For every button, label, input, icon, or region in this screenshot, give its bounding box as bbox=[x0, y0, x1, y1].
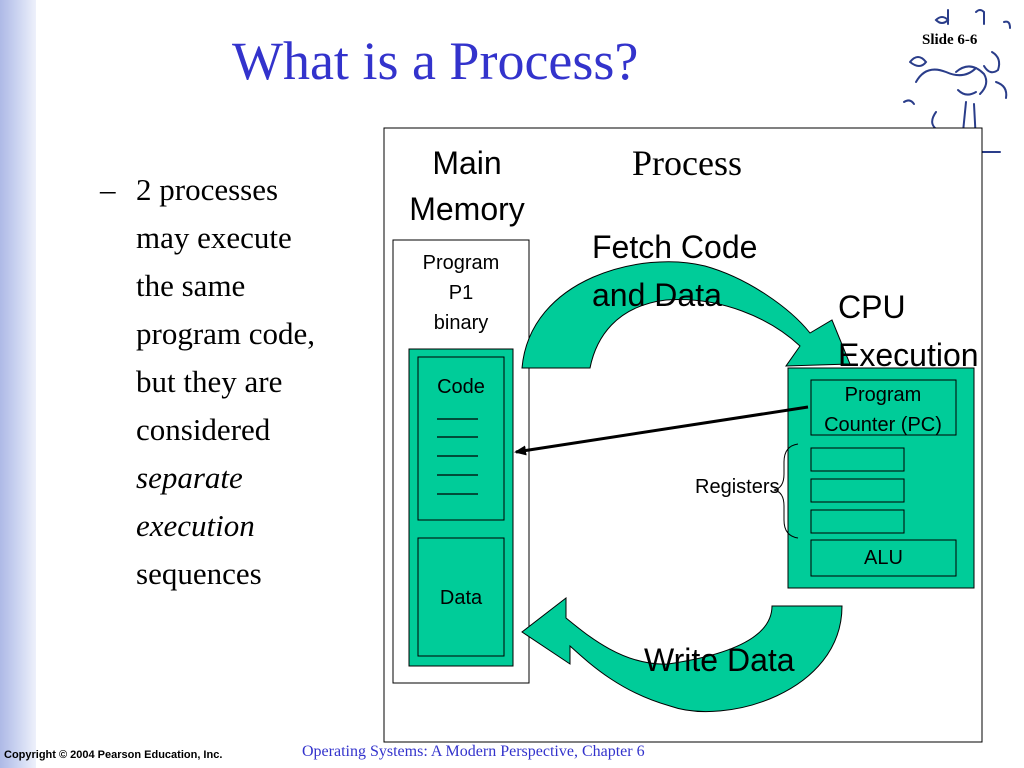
pc-register bbox=[810, 379, 957, 436]
bullet-line: program code, bbox=[136, 316, 316, 351]
process-label: Process bbox=[632, 143, 742, 183]
slide-title: What is a Process? bbox=[232, 31, 639, 91]
registers-brace bbox=[773, 443, 799, 539]
book-title: Operating Systems: A Modern Perspective,… bbox=[302, 743, 645, 760]
fetch-arrow bbox=[521, 261, 851, 369]
data-label: Data bbox=[439, 587, 483, 609]
register-2 bbox=[810, 478, 905, 503]
bullet-line: but they are bbox=[136, 364, 283, 399]
bullet-line-italic: execution bbox=[136, 508, 255, 543]
cpu-execution-label: CPU Execution bbox=[838, 289, 979, 373]
alu-label: ALU bbox=[864, 547, 903, 569]
sidebar-gradient bbox=[0, 0, 36, 768]
bullet-dash: – bbox=[100, 172, 116, 207]
write-data-label: Write Data bbox=[644, 642, 795, 678]
code-lines bbox=[437, 418, 478, 495]
slide-number: Slide 6-6 bbox=[922, 32, 978, 48]
main-memory-label: Main Memory bbox=[409, 145, 525, 227]
register-3 bbox=[810, 509, 905, 534]
data-segment bbox=[417, 537, 505, 657]
code-segment bbox=[417, 356, 505, 521]
alu-box bbox=[810, 539, 957, 577]
bullet-text: – 2 processes may execute the same progr… bbox=[100, 166, 380, 598]
bullet-line: sequences bbox=[136, 556, 262, 591]
program-binary-label: Program P1 binary bbox=[422, 252, 500, 334]
code-label: Code bbox=[437, 376, 485, 398]
write-arrow bbox=[521, 596, 843, 713]
bullet-line: the same bbox=[136, 268, 246, 303]
pc-pointer-arrow bbox=[514, 405, 809, 456]
registers-label: Registers bbox=[695, 476, 780, 498]
bullet-line: may execute bbox=[136, 220, 292, 255]
bullet-line-italic: separate bbox=[136, 460, 243, 495]
register-1 bbox=[810, 447, 905, 472]
bullet-line: considered bbox=[136, 412, 271, 447]
bullet-line: 2 processes bbox=[136, 172, 279, 207]
fetch-label: Fetch Code and Data bbox=[592, 229, 758, 313]
copyright: Copyright © 2004 Pearson Education, Inc. bbox=[4, 749, 223, 761]
pc-label: Program Counter (PC) bbox=[824, 384, 942, 436]
